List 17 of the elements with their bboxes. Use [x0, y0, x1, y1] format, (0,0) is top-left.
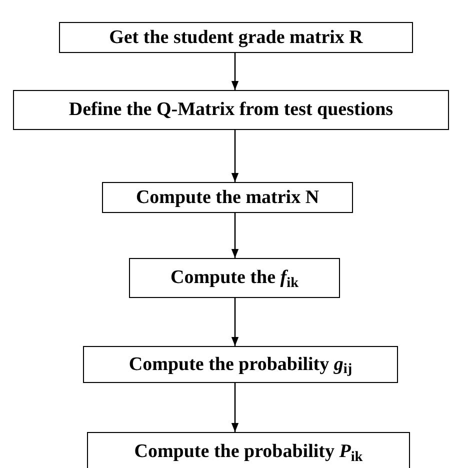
process-box — [102, 182, 353, 213]
process-box — [83, 346, 398, 383]
arrow — [231, 383, 239, 432]
step-text: Define the Q-Matrix from test questions — [68, 98, 394, 122]
arrow — [231, 213, 239, 258]
step-text: Compute the probability g$_{ij}$ — [128, 352, 352, 376]
arrow — [231, 130, 239, 182]
process-box — [129, 258, 340, 298]
arrow — [231, 53, 239, 90]
step-text: Compute the f$_{ik}$ — [170, 266, 298, 290]
step-text: Compute the probability P$_{ik}$ — [134, 440, 363, 464]
process-box — [59, 22, 413, 53]
process-box — [13, 90, 449, 130]
process-box — [87, 432, 410, 468]
step-text: Get the student grade matrix R — [109, 26, 363, 50]
step-text: Compute the matrix N — [136, 186, 320, 210]
arrow — [231, 298, 239, 346]
